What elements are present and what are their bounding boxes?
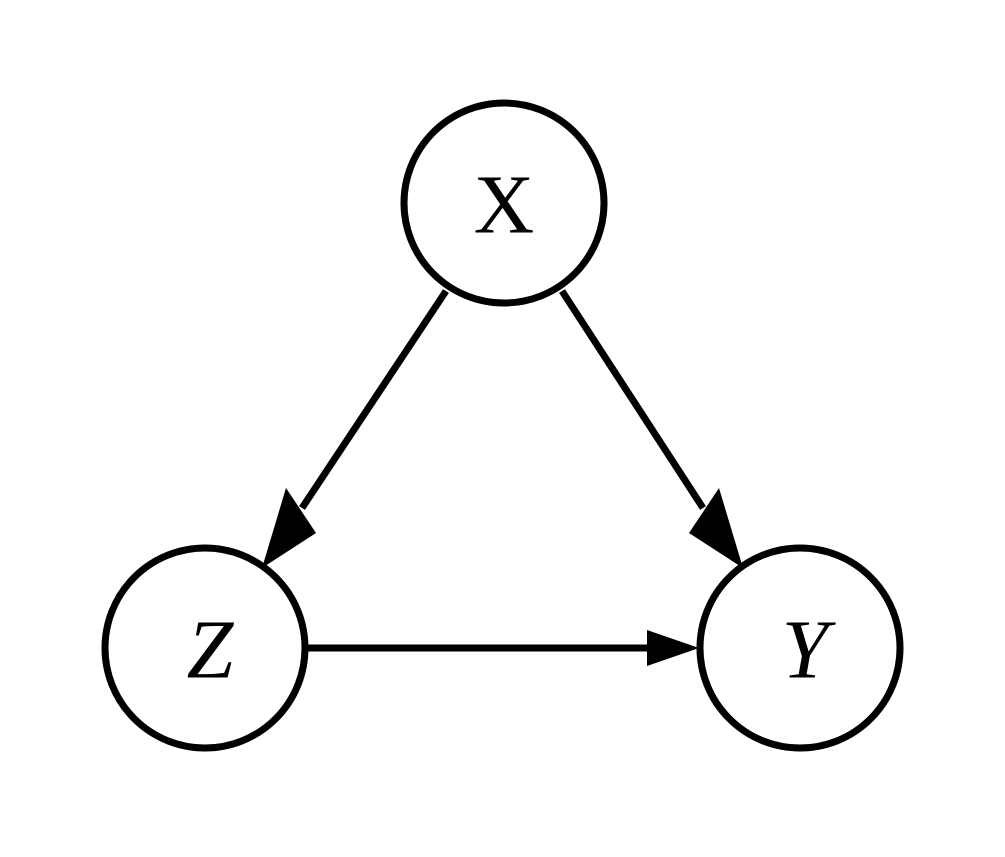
edge-z-to-y-arrowhead [647,630,699,666]
node-x-label: X [474,159,535,252]
node-z-circle[interactable] [101,544,309,752]
edge-x-to-z-arrowhead [262,488,316,568]
edge-x-to-y-arrowhead [689,488,743,568]
edge-x-to-y-line [559,289,706,510]
node-z-label: Z [187,604,235,697]
node-y-circle[interactable] [696,544,904,752]
edge-z-to-y [305,630,699,666]
edge-x-to-z [262,289,449,568]
node-x[interactable]: X [400,99,608,307]
edge-x-to-y [559,289,743,568]
node-x-circle[interactable] [400,99,608,307]
node-y-label: Y [782,604,837,697]
edge-x-to-z-line [299,289,449,510]
node-y[interactable]: Y [696,544,904,752]
node-z[interactable]: Z [101,544,309,752]
